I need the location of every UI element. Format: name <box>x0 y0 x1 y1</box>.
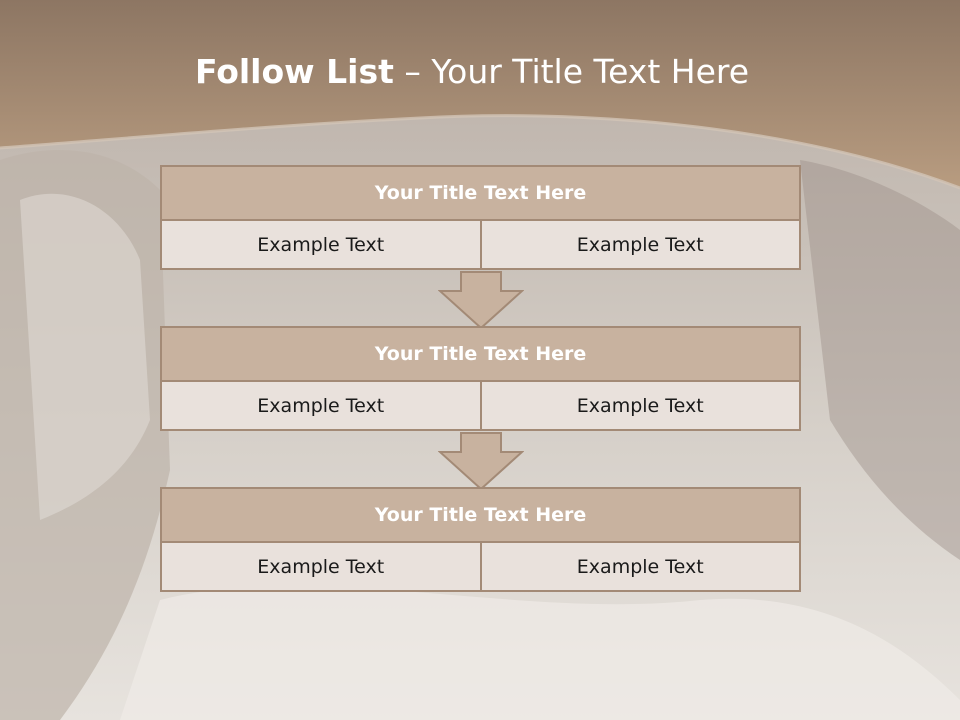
list-block: Your Title Text Here Example Text Exampl… <box>160 165 801 270</box>
block-cell-right: Example Text <box>481 543 801 592</box>
title-rest: – Your Title Text Here <box>393 52 750 91</box>
title-bold: Follow List <box>194 52 394 91</box>
slide-title: Follow List – Your Title Text Here <box>0 52 944 91</box>
block-cell-left: Example Text <box>160 382 482 431</box>
down-arrow-icon <box>438 432 524 490</box>
block-cell-left: Example Text <box>160 543 482 592</box>
down-arrow-icon <box>438 271 524 329</box>
block-cell-right: Example Text <box>481 382 801 431</box>
block-header: Your Title Text Here <box>160 487 801 543</box>
block-row: Example Text Example Text <box>160 543 801 592</box>
header-band <box>0 0 960 190</box>
block-cell-left: Example Text <box>160 221 482 270</box>
list-block: Your Title Text Here Example Text Exampl… <box>160 326 801 431</box>
block-header: Your Title Text Here <box>160 326 801 382</box>
block-row: Example Text Example Text <box>160 221 801 270</box>
list-block: Your Title Text Here Example Text Exampl… <box>160 487 801 592</box>
block-cell-right: Example Text <box>481 221 801 270</box>
block-header: Your Title Text Here <box>160 165 801 221</box>
block-row: Example Text Example Text <box>160 382 801 431</box>
